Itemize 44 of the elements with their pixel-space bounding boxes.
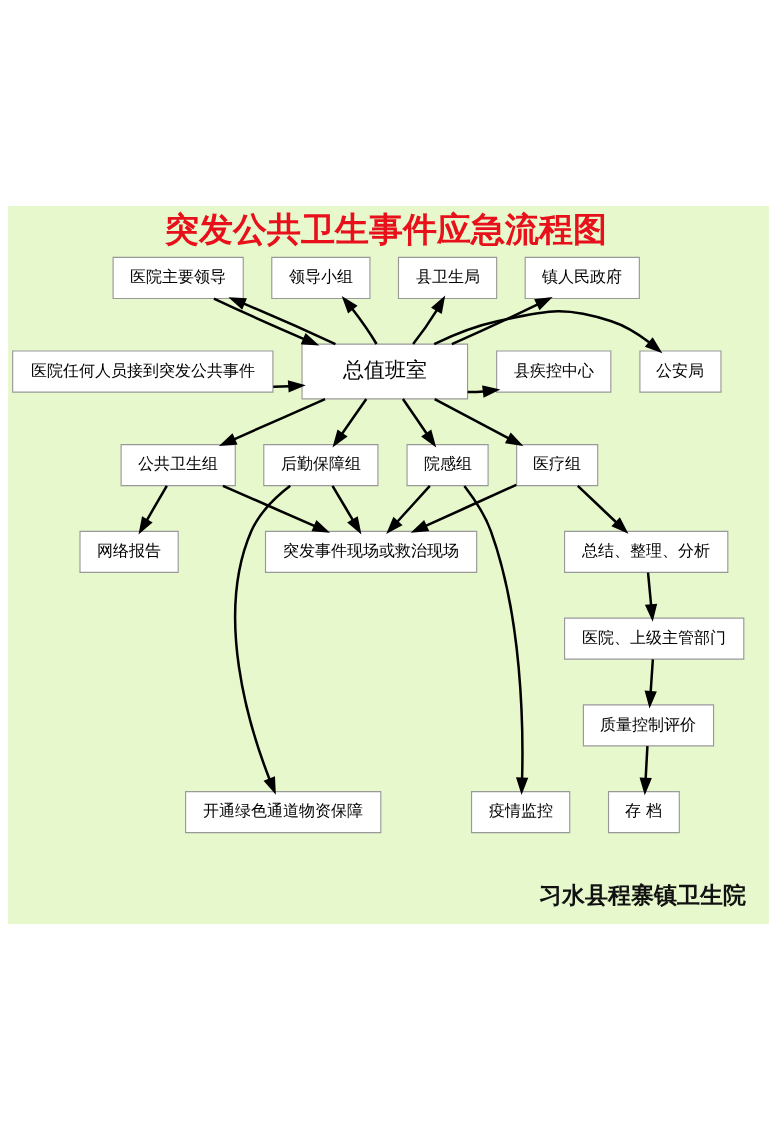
node-box: 公共卫生组 [120,444,236,487]
arrow [233,484,291,795]
node-box: 疫情监控 [470,791,571,834]
arrow [273,380,306,393]
arrow [386,485,431,535]
arrow [576,484,629,534]
node-box: 总结、整理、分析 [564,530,729,573]
node-box: 医院主要领导 [112,256,244,300]
arrow [433,310,663,354]
node-box: 县疾控中心 [496,350,612,393]
arrow [332,398,368,448]
node-box: 院感组 [406,444,489,487]
node-box: 突发事件现场或救治现场 [264,530,478,573]
node-box: 网络报告 [79,530,179,573]
node-box: 医疗组 [516,444,599,487]
node-box: 总值班室 [301,343,469,400]
arrow [463,485,529,796]
arrow [401,398,437,448]
caption: 习水县程寨镇卫生院 [539,882,747,909]
arrow [138,485,168,535]
node-box: 质量控制评价 [582,704,715,747]
node-box: 存 档 [607,791,680,834]
arrow [218,397,326,446]
node-box: 医院、上级主管部门 [564,617,745,660]
arrow [451,296,553,346]
arrow [410,483,517,533]
arrow [331,485,362,535]
node-box: 县卫生局 [397,256,498,300]
node-box: 医院任何人员接到突发公共事件 [12,350,274,393]
arrow [639,746,652,796]
arrow [213,297,320,346]
arrow [341,295,378,345]
node-box: 后勤保障组 [263,444,379,487]
arrow [228,297,336,346]
arrow [412,295,446,345]
node-box: 镇人民政府 [524,256,640,300]
arrow [222,484,331,533]
arrow [644,572,658,622]
arrow [644,659,657,709]
node-box: 开通绿色通道物资保障 [185,791,382,834]
node-box: 领导小组 [271,256,371,300]
node-box: 公安局 [639,350,722,393]
arrow [434,397,524,447]
diagram-title: 突发公共卫生事件应急流程图 [165,209,608,250]
